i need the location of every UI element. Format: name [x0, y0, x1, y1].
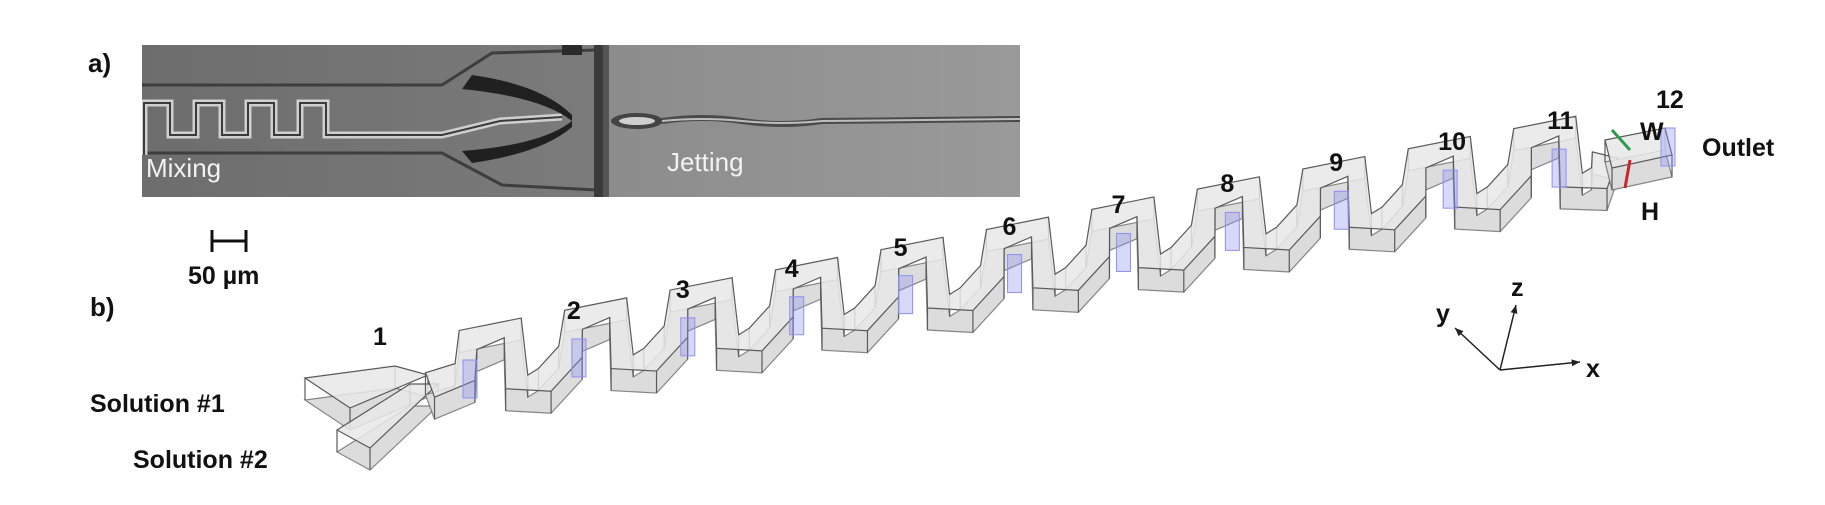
axis-label-y: y	[1436, 300, 1450, 328]
section-number-2: 2	[566, 296, 581, 325]
cross-section-7	[1115, 232, 1131, 272]
axis-arrow-y	[1454, 327, 1501, 371]
outlet-channel	[1604, 127, 1673, 191]
section-number-6: 6	[1002, 212, 1017, 241]
section-number-12: 12	[1656, 86, 1684, 114]
micrograph-image: Mixing Jetting	[142, 45, 1020, 197]
cross-section-10	[1442, 169, 1458, 209]
section-number-11: 11	[1547, 107, 1574, 136]
section-number-4: 4	[784, 254, 799, 283]
section-number-10: 10	[1438, 128, 1466, 157]
cross-section-2	[571, 338, 587, 378]
height-marker	[1623, 159, 1632, 189]
outlet-label: Outlet	[1702, 134, 1775, 162]
panel-b-label: b)	[90, 292, 115, 322]
axis-arrow-x-head	[1571, 359, 1580, 367]
cross-section-4	[789, 296, 805, 336]
scale-bar-label: 50 µm	[188, 262, 260, 290]
cross-section-1	[462, 359, 478, 399]
cross-section-3	[680, 317, 696, 357]
cross-section-9	[1333, 190, 1349, 230]
width-label: W	[1640, 118, 1664, 146]
section-number-7: 7	[1111, 191, 1126, 220]
width-marker	[1610, 128, 1632, 152]
axis-arrow-z	[1499, 304, 1517, 371]
section-number-8: 8	[1220, 170, 1235, 199]
section-number-3: 3	[675, 275, 690, 304]
mixing-label: Mixing	[146, 153, 222, 183]
axis-label-x: x	[1586, 355, 1600, 383]
cross-section-6	[1007, 254, 1023, 294]
serpentine-channel	[424, 115, 1619, 420]
cross-section-5	[898, 275, 914, 315]
jetting-label: Jetting	[667, 147, 744, 177]
cross-section-12	[1660, 127, 1676, 167]
axis-arrow-x	[1499, 361, 1581, 371]
inlet-2-label: Solution #2	[133, 446, 268, 474]
section-number-1: 1	[373, 323, 387, 351]
section-number-5: 5	[893, 233, 908, 262]
axis-arrow-y-head	[1455, 328, 1464, 337]
axis-arrow-z-head	[1510, 305, 1518, 314]
axis-label-z: z	[1511, 274, 1524, 302]
scale-bar	[210, 230, 248, 252]
inlet-1-label: Solution #1	[90, 390, 225, 418]
cross-section-8	[1224, 211, 1240, 251]
panel-a-label: a)	[88, 48, 112, 78]
height-label: H	[1641, 198, 1660, 226]
section-number-9: 9	[1329, 149, 1344, 178]
cross-section-11	[1551, 148, 1567, 188]
